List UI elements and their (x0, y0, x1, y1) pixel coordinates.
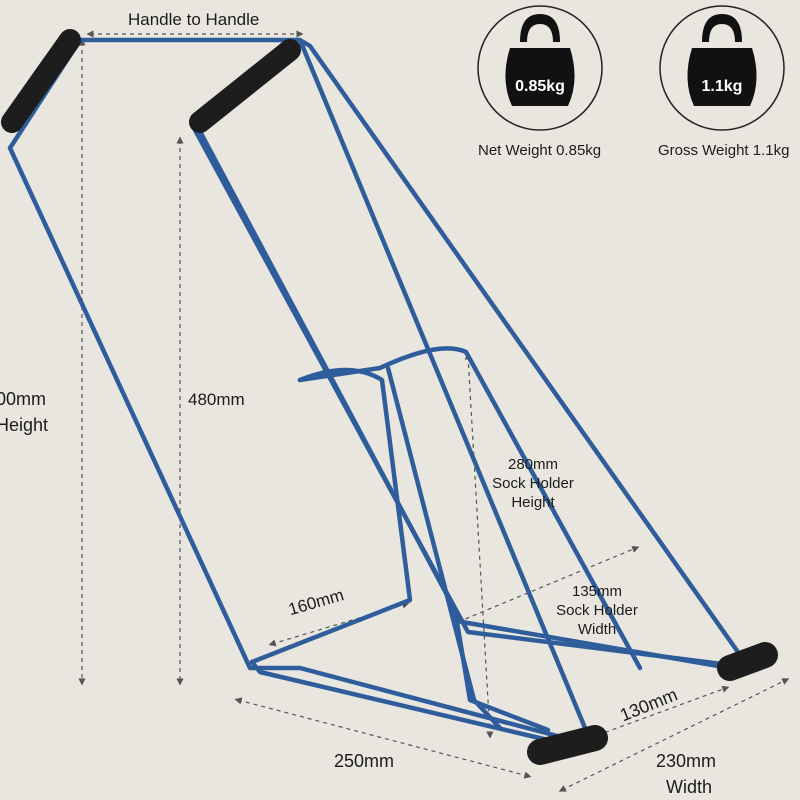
total-height-value: 500mm (0, 389, 47, 409)
sock-holder-width-value: 135mm (571, 583, 623, 600)
handle-to-handle-label: Handle to Handle (128, 10, 260, 29)
net-weight-caption: Net Weight 0.85kg (478, 142, 602, 159)
gross-weight-badge-text: 1.1kg (701, 78, 743, 95)
base-length-label: 250mm (334, 751, 395, 771)
net-weight-badge-text: 0.85kg (515, 78, 565, 95)
wire-frame (7, 37, 748, 745)
kettlebell-icon (520, 14, 560, 42)
foam-grips (1, 29, 778, 765)
kettlebell-icon (702, 14, 742, 42)
gross-weight-caption: Gross Weight 1.1kg (658, 142, 790, 159)
sock-holder-height-line1: Sock Holder (492, 475, 574, 492)
sock-holder-height-line2: Height (511, 494, 555, 511)
inner-height-label: 480mm (188, 390, 245, 409)
net-weight-badge (477, 5, 603, 131)
dimension-lines (78, 30, 790, 792)
width-value: 230mm (656, 751, 717, 771)
total-height-label: Height (0, 415, 49, 435)
sock-holder-width-line1: Sock Holder (556, 602, 638, 619)
sock-holder-height-value: 280mm (507, 456, 559, 473)
width-label: Width (666, 777, 713, 797)
gross-weight-badge (659, 5, 785, 131)
sock-holder-width-line2: Width (577, 621, 617, 638)
